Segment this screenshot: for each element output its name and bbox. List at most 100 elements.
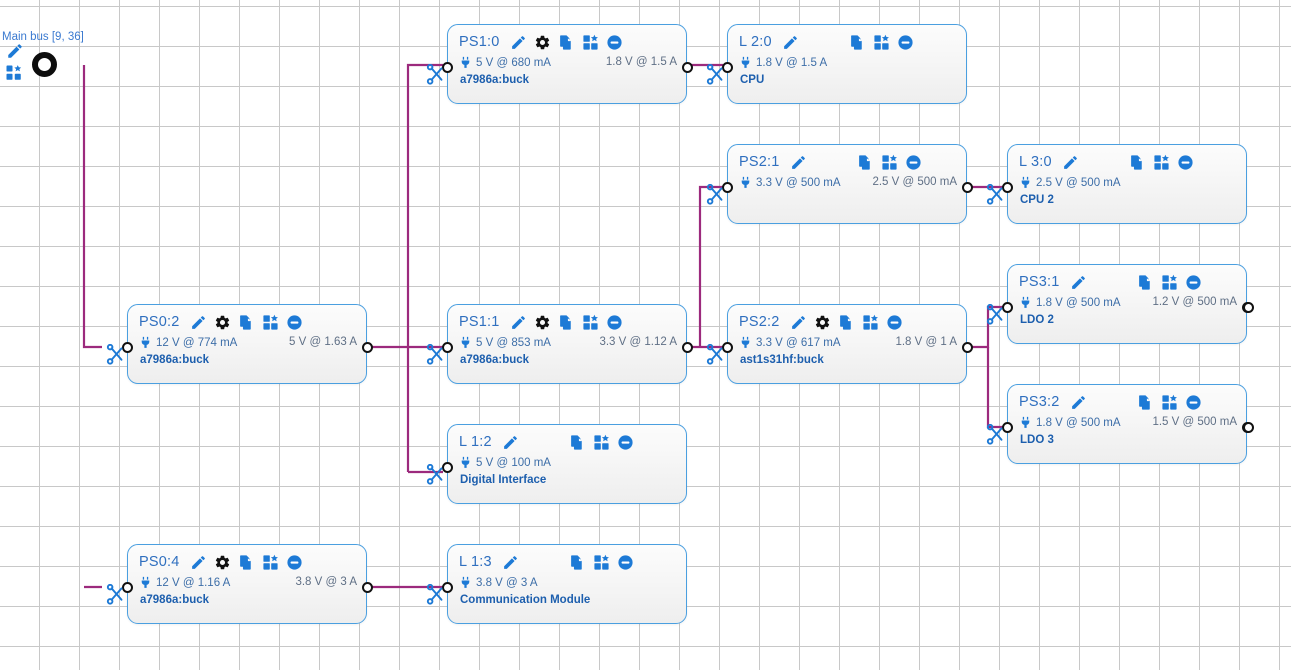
- minus-circle-icon[interactable]: [905, 154, 922, 171]
- node-input-port[interactable]: [1002, 301, 1013, 313]
- pencil-icon[interactable]: [6, 42, 24, 60]
- gear-icon[interactable]: [214, 314, 231, 331]
- pencil-icon[interactable]: [1070, 274, 1087, 291]
- node-input-port[interactable]: [442, 61, 453, 73]
- minus-circle-icon[interactable]: [1185, 394, 1202, 411]
- pencil-icon[interactable]: [790, 314, 807, 331]
- minus-circle-icon[interactable]: [286, 554, 303, 571]
- node-input-port[interactable]: [1002, 181, 1013, 193]
- copy-icon[interactable]: [857, 154, 874, 171]
- copy-icon[interactable]: [569, 554, 586, 571]
- scissors-icon[interactable]: [105, 584, 127, 606]
- cut-connection-icon[interactable]: [705, 64, 727, 86]
- gear-icon[interactable]: [534, 34, 551, 51]
- minus-circle-icon[interactable]: [1177, 154, 1194, 171]
- pencil-icon[interactable]: [502, 554, 519, 571]
- add-blocks-icon[interactable]: [593, 554, 610, 571]
- cut-connection-icon[interactable]: [705, 344, 727, 366]
- node-input-port[interactable]: [122, 581, 133, 593]
- add-blocks-icon[interactable]: [862, 314, 879, 331]
- scissors-icon[interactable]: [425, 64, 447, 86]
- minus-circle-icon[interactable]: [1185, 274, 1202, 291]
- copy-icon[interactable]: [238, 554, 255, 571]
- ps3-2-output-port[interactable]: [1243, 422, 1254, 433]
- copy-icon[interactable]: [849, 34, 866, 51]
- add-blocks-icon[interactable]: [582, 34, 599, 51]
- cut-connection-icon[interactable]: [985, 424, 1007, 446]
- add-blocks-icon[interactable]: [881, 154, 898, 171]
- pencil-icon[interactable]: [782, 34, 799, 51]
- node-input-port[interactable]: [722, 61, 733, 73]
- cut-connection-icon[interactable]: [425, 464, 447, 486]
- node-output-port[interactable]: [682, 61, 693, 73]
- pencil-icon[interactable]: [1062, 154, 1079, 171]
- node-input-port[interactable]: [122, 341, 133, 353]
- copy-icon[interactable]: [1137, 394, 1154, 411]
- pencil-icon[interactable]: [510, 34, 527, 51]
- add-blocks-icon[interactable]: [1153, 154, 1170, 171]
- node-output-port[interactable]: [362, 581, 373, 593]
- scissors-icon[interactable]: [705, 344, 727, 366]
- node-input-port[interactable]: [722, 341, 733, 353]
- cut-connection-icon[interactable]: [985, 184, 1007, 206]
- node-input-port[interactable]: [442, 581, 453, 593]
- pencil-icon[interactable]: [190, 554, 207, 571]
- copy-icon[interactable]: [838, 314, 855, 331]
- add-blocks-icon[interactable]: [873, 34, 890, 51]
- minus-circle-icon[interactable]: [606, 34, 623, 51]
- minus-circle-icon[interactable]: [886, 314, 903, 331]
- scissors-icon[interactable]: [105, 344, 127, 366]
- scissors-icon[interactable]: [425, 464, 447, 486]
- ps3-1-output-port[interactable]: [1243, 302, 1254, 313]
- scissors-icon[interactable]: [985, 424, 1007, 446]
- cut-connection-icon[interactable]: [425, 344, 447, 366]
- node-input-port[interactable]: [442, 341, 453, 353]
- node-output-port[interactable]: [962, 181, 973, 193]
- node-input-port[interactable]: [1002, 421, 1013, 433]
- cut-connection-icon[interactable]: [425, 584, 447, 606]
- cut-connection-icon[interactable]: [105, 344, 127, 366]
- cut-connection-icon[interactable]: [425, 64, 447, 86]
- node-input-port[interactable]: [442, 461, 453, 473]
- minus-circle-icon[interactable]: [617, 554, 634, 571]
- copy-icon[interactable]: [1137, 274, 1154, 291]
- pencil-icon[interactable]: [790, 154, 807, 171]
- node-input-port[interactable]: [722, 181, 733, 193]
- scissors-icon[interactable]: [705, 64, 727, 86]
- minus-circle-icon[interactable]: [606, 314, 623, 331]
- node-output-port[interactable]: [962, 341, 973, 353]
- cut-connection-icon[interactable]: [705, 184, 727, 206]
- bus-ring-icon[interactable]: [32, 52, 57, 77]
- add-blocks-icon[interactable]: [582, 314, 599, 331]
- copy-icon[interactable]: [558, 34, 575, 51]
- copy-icon[interactable]: [558, 314, 575, 331]
- copy-icon[interactable]: [1129, 154, 1146, 171]
- node-output-port[interactable]: [682, 341, 693, 353]
- cut-connection-icon[interactable]: [985, 304, 1007, 326]
- add-blocks-icon[interactable]: [5, 64, 23, 82]
- copy-icon[interactable]: [569, 434, 586, 451]
- gear-icon[interactable]: [214, 554, 231, 571]
- pencil-icon[interactable]: [502, 434, 519, 451]
- scissors-icon[interactable]: [985, 304, 1007, 326]
- scissors-icon[interactable]: [425, 584, 447, 606]
- add-blocks-icon[interactable]: [262, 314, 279, 331]
- add-blocks-icon[interactable]: [262, 554, 279, 571]
- scissors-icon[interactable]: [985, 184, 1007, 206]
- pencil-icon[interactable]: [1070, 394, 1087, 411]
- add-blocks-icon[interactable]: [1161, 394, 1178, 411]
- gear-icon[interactable]: [814, 314, 831, 331]
- add-blocks-icon[interactable]: [593, 434, 610, 451]
- scissors-icon[interactable]: [705, 184, 727, 206]
- minus-circle-icon[interactable]: [286, 314, 303, 331]
- cut-connection-icon[interactable]: [105, 584, 127, 606]
